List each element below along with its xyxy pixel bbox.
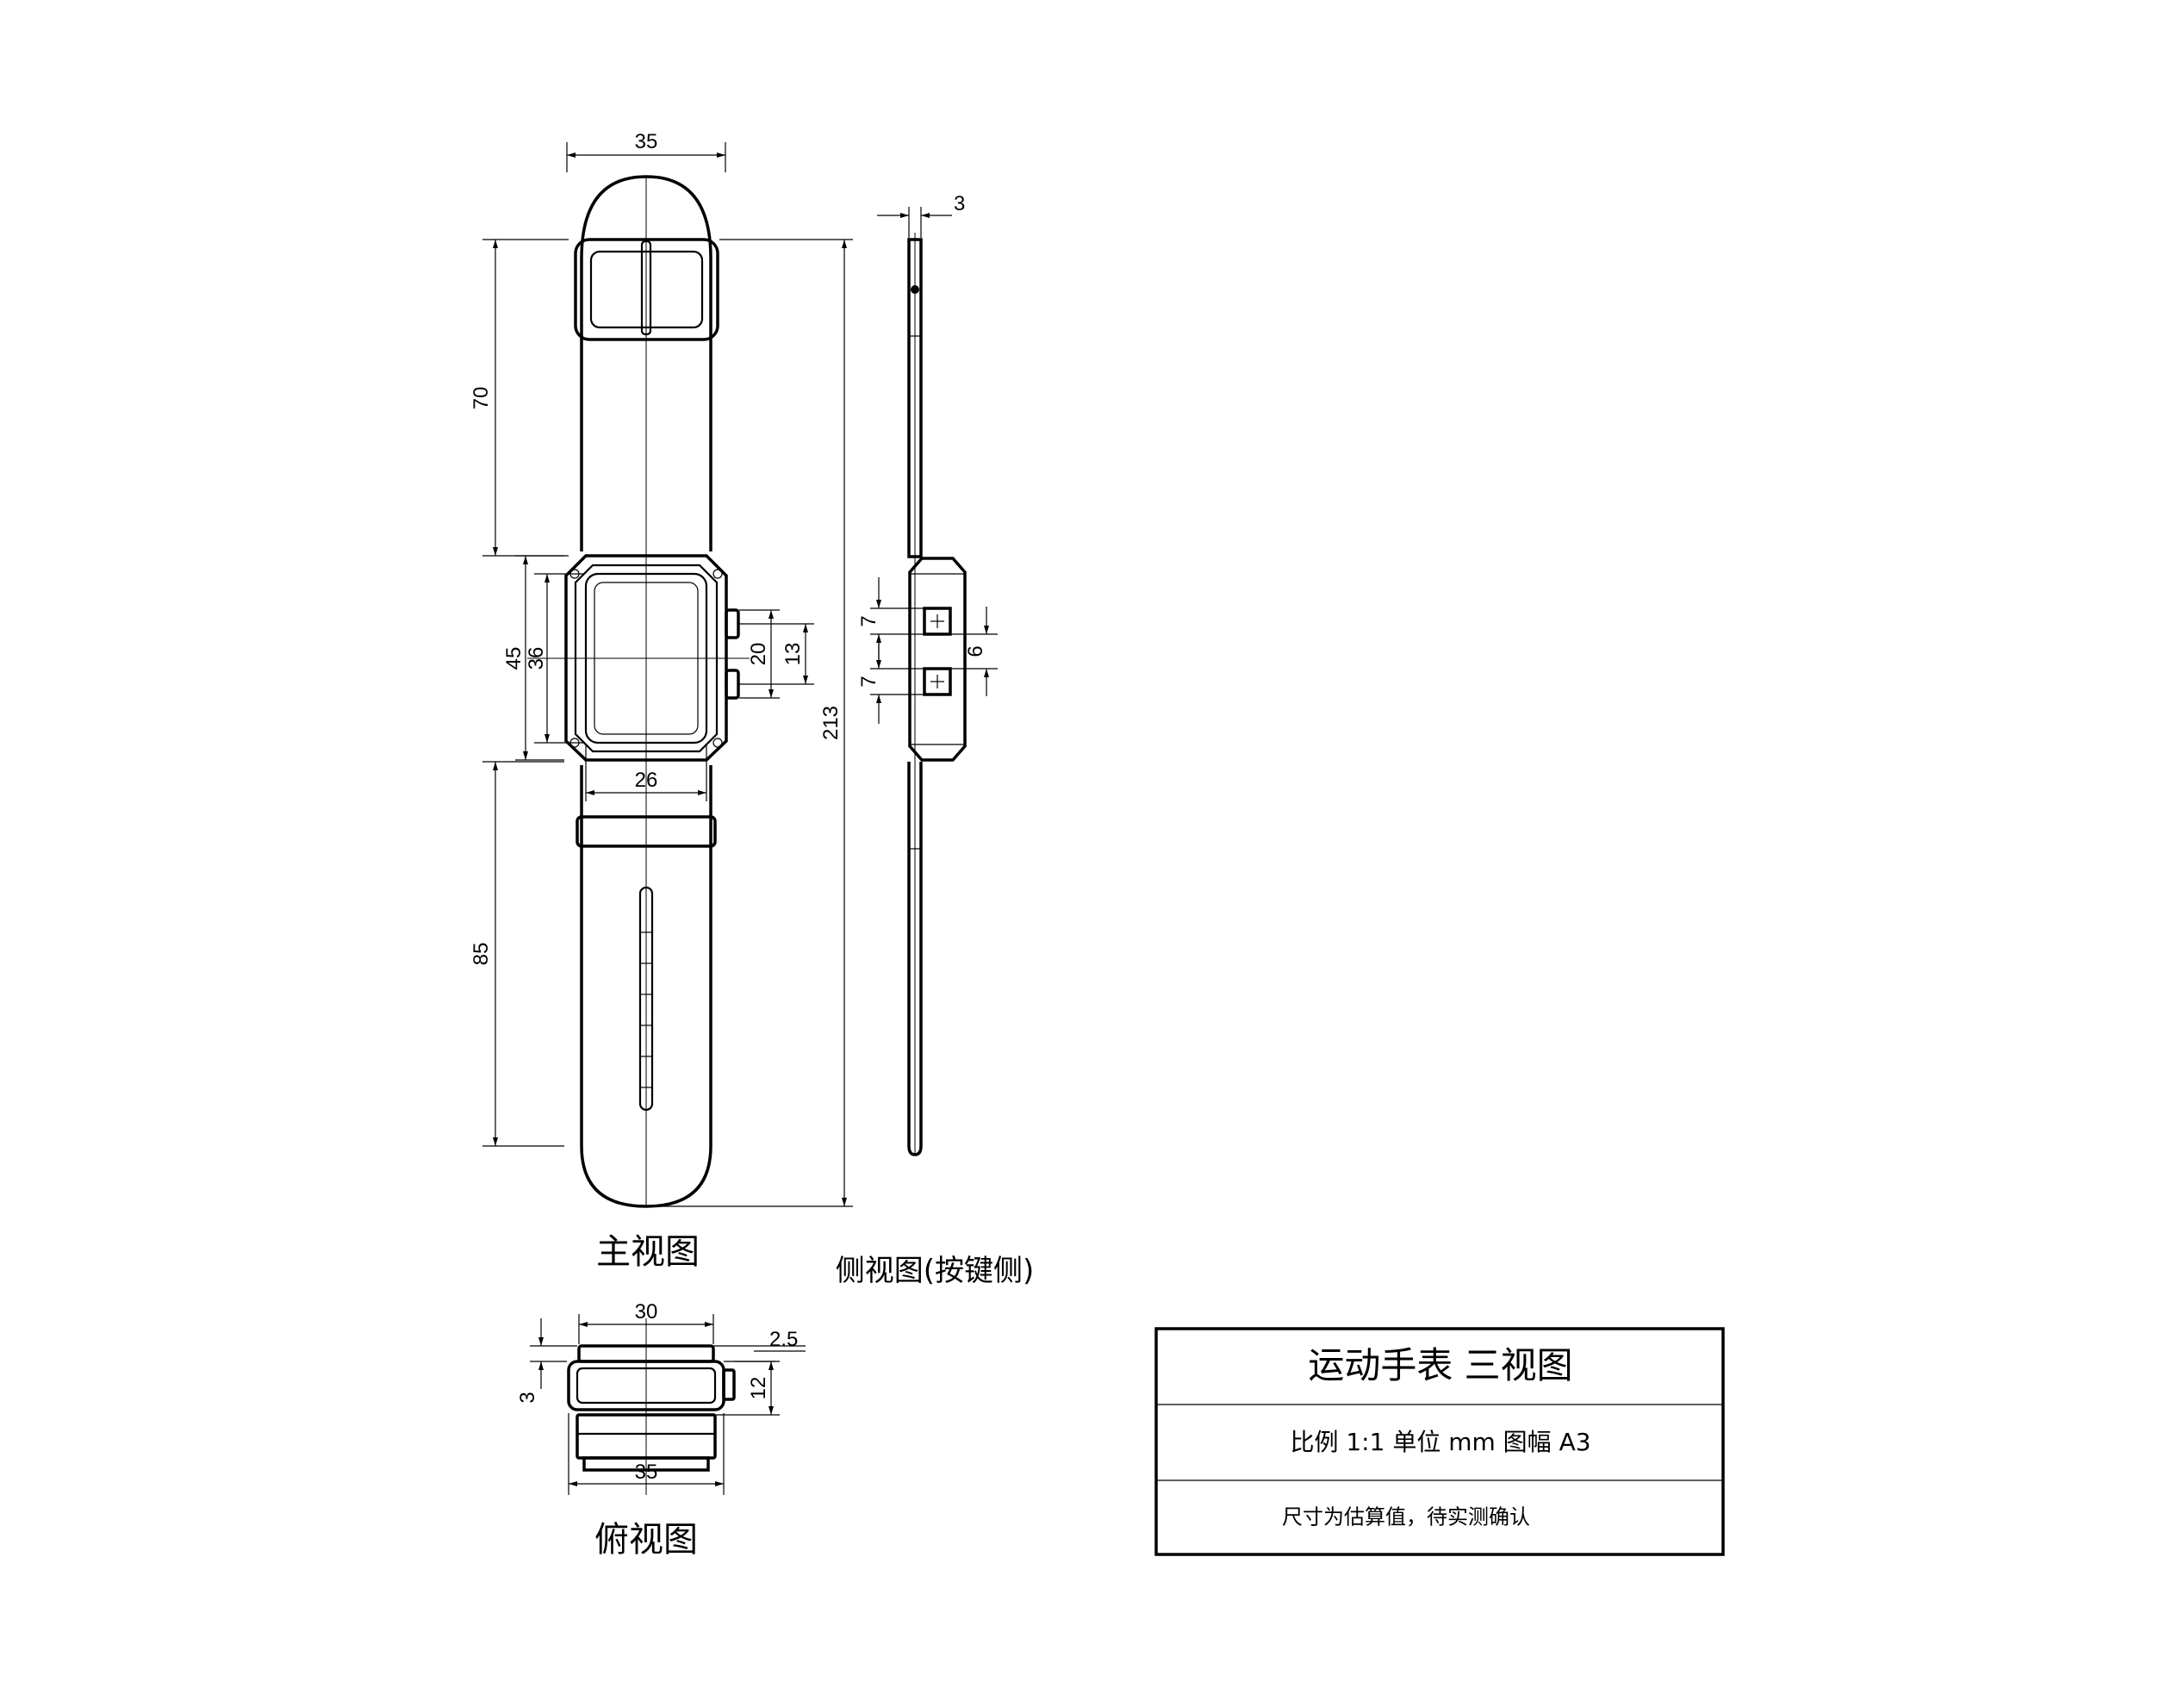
dim-label: 12 — [747, 1377, 770, 1400]
dim-label: 3 — [954, 192, 965, 215]
side-button-upper — [923, 607, 952, 636]
dim-case-thickness: 12 — [715, 1361, 780, 1416]
dim-button-spacing: 6 — [951, 607, 998, 696]
side-view-label: 侧视图(按键侧) — [836, 1254, 1035, 1288]
dim-total-length: 213 — [655, 239, 853, 1207]
dim-label: 36 — [525, 647, 548, 670]
dim-overall-width: 35 — [566, 130, 726, 172]
bezel-inner — [574, 564, 719, 753]
side-button-lower — [923, 667, 952, 696]
title-block-title: 运动手表 三视图 — [1308, 1344, 1572, 1386]
dim-case-height: 45 — [502, 555, 564, 761]
dim-label: 6 — [964, 645, 987, 657]
title-block-note: 尺寸为估算值，待实测确认 — [1282, 1505, 1530, 1529]
dim-strap-offset: 3 — [516, 1318, 577, 1404]
side-view: 3 7 7 6 侧视图(按键侧) — [836, 192, 1035, 1288]
dim-button-span: 20 — [739, 609, 780, 699]
dim-bezel-step: 2.5 — [713, 1328, 806, 1362]
top-button — [722, 1368, 736, 1401]
dim-strap-thickness: 3 — [877, 192, 965, 238]
dim-label: 3 — [516, 1392, 539, 1403]
dim-lower-strap: 85 — [470, 761, 564, 1147]
top-view-label: 俯视图 — [594, 1520, 698, 1560]
dim-case-width: 30 — [578, 1300, 714, 1344]
side-button-upper — [725, 608, 740, 639]
dim-label: 35 — [635, 130, 658, 153]
title-block: 运动手表 三视图 比例 1:1 单位 mm 图幅 A3 尺寸为估算值，待实测确认 — [1154, 1327, 1725, 1556]
dim-overall-width-top: 35 — [568, 1413, 725, 1495]
dim-label: 7 — [857, 615, 880, 626]
dim-upper-strap: 70 — [470, 239, 569, 557]
dim-screen-height: 36 — [525, 573, 584, 744]
dim-button-gap: 13 — [739, 623, 814, 685]
dim-label: 20 — [747, 643, 770, 666]
front-view: 35 70 45 36 20 — [470, 130, 853, 1272]
top-view: 30 2.5 12 3 35 — [516, 1300, 806, 1560]
dim-label: 70 — [470, 387, 493, 410]
side-case — [908, 557, 967, 762]
dim-button-top: 7 — [857, 577, 924, 665]
front-view-label: 主视图 — [596, 1232, 700, 1272]
dim-label: 30 — [635, 1300, 658, 1324]
dim-label: 2.5 — [769, 1328, 798, 1351]
dim-button-bottom: 7 — [857, 641, 924, 724]
dim-label: 85 — [470, 943, 493, 966]
title-block-meta: 比例 1:1 单位 mm 图幅 A3 — [1290, 1428, 1590, 1456]
dim-label: 213 — [819, 706, 843, 740]
dim-label: 45 — [502, 647, 526, 670]
dim-screen-width: 26 — [585, 744, 707, 801]
dim-label: 26 — [635, 769, 658, 792]
dim-label: 35 — [635, 1461, 658, 1484]
dim-label: 7 — [857, 676, 880, 687]
side-button-lower — [725, 669, 740, 700]
dim-label: 13 — [781, 643, 805, 666]
